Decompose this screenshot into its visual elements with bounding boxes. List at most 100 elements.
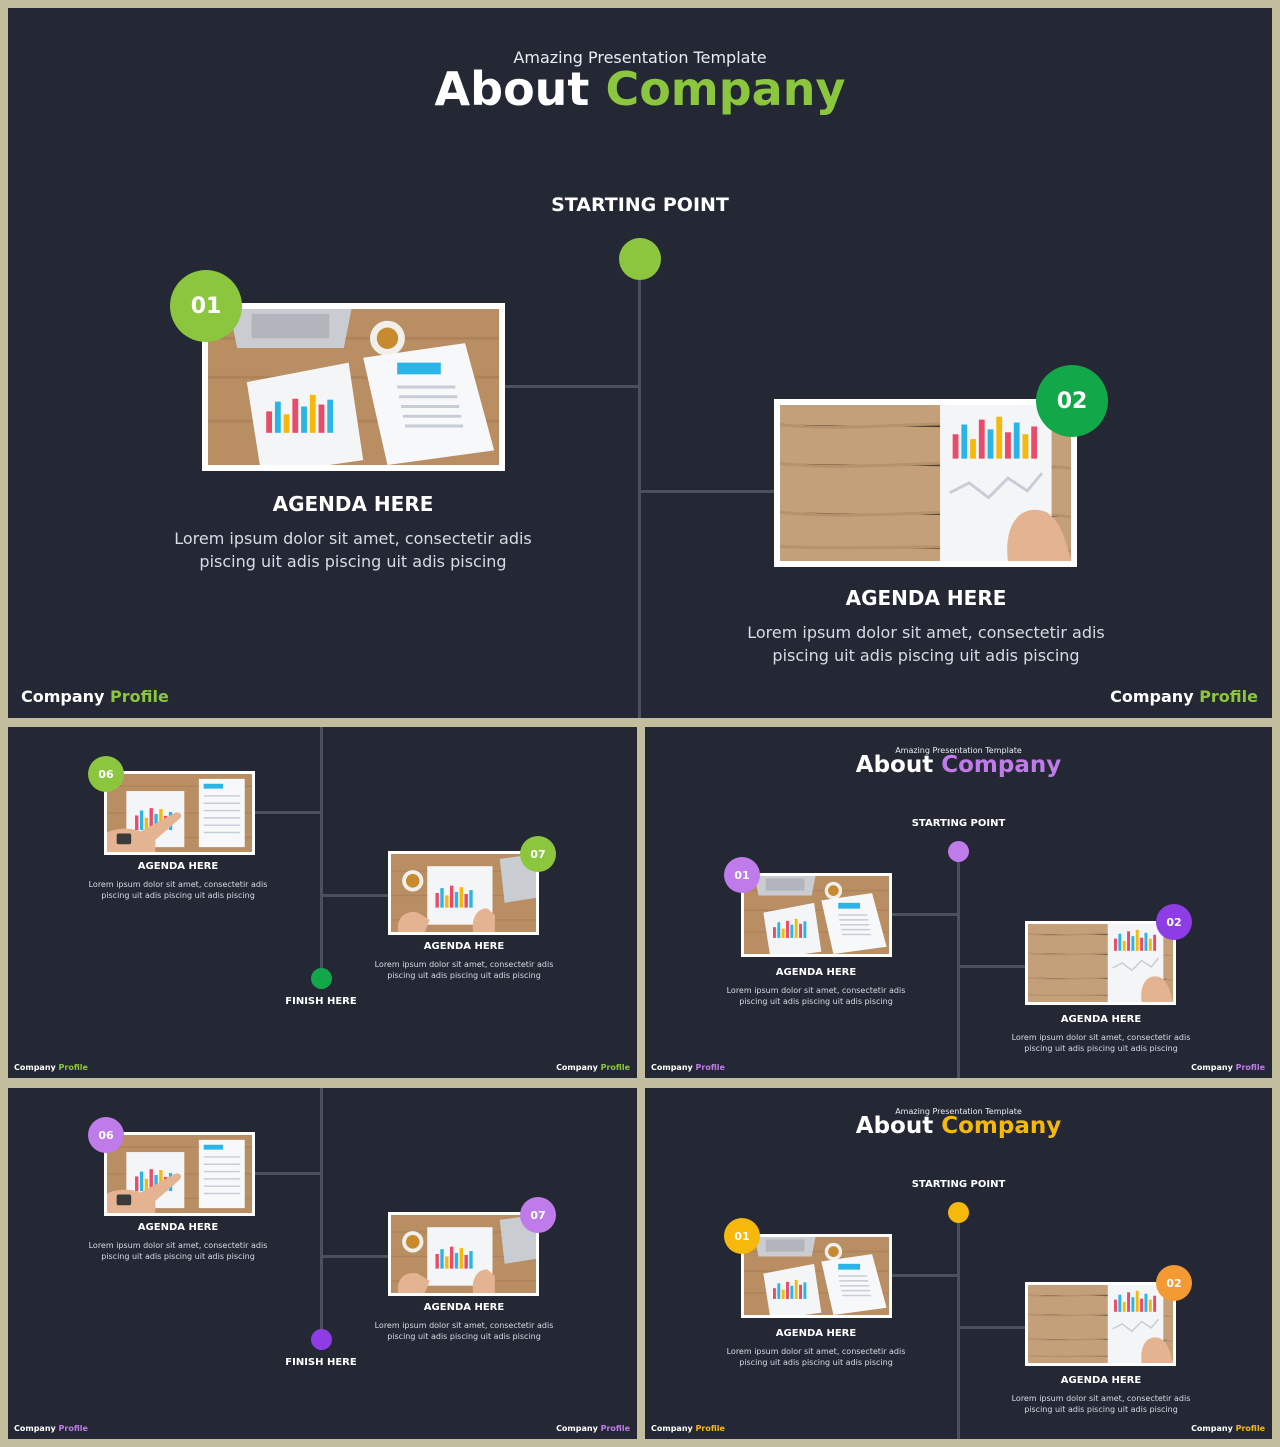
footer-left: Company Profile — [14, 1063, 88, 1072]
slide-subtitle: Amazing Presentation Template — [895, 1107, 1022, 1116]
title-about: About — [855, 1113, 942, 1139]
footer-right: Company Profile — [1191, 1424, 1265, 1433]
slide-finish-green: FINISH HERE 06 AGENDA HERE Lorem ipsum d… — [8, 727, 637, 1078]
connector-1 — [891, 1274, 959, 1277]
step-badge-01: 01 — [724, 1218, 760, 1254]
footer-left: Company Profile — [651, 1424, 725, 1433]
slide-start-purple: Amazing Presentation Template About Comp… — [645, 727, 1272, 1078]
footer-right-b: Profile — [1235, 1424, 1265, 1433]
footer-right-a: Company — [556, 1063, 601, 1072]
footer-right: Company Profile — [556, 1063, 630, 1072]
agenda-title-2: AGENDA HERE — [1060, 1014, 1142, 1025]
footer-left: Company Profile — [14, 1424, 88, 1433]
title-company: Company — [941, 1113, 1062, 1139]
footer-left-b: Profile — [695, 1063, 725, 1072]
agenda-desc-1: Lorem ipsum dolor sit amet, consectetir … — [88, 1241, 268, 1261]
connector-1 — [254, 1172, 322, 1175]
step-badge-02: 02 — [1156, 1265, 1192, 1301]
title-about: About — [855, 752, 942, 778]
agenda-desc-2: Lorem ipsum dolor sit amet, consectetir … — [1011, 1394, 1191, 1414]
timeline-line — [957, 851, 960, 1078]
footer-left: Company Profile — [21, 687, 169, 706]
finish-label: FINISH HERE — [285, 996, 357, 1007]
slide-large-green: Amazing Presentation Template About Comp… — [8, 8, 1272, 718]
starting-point-label: STARTING POINT — [551, 194, 729, 216]
slide-title: About Company — [8, 62, 1272, 116]
agenda-photo-2 — [1025, 1282, 1176, 1366]
starting-point-label: STARTING POINT — [911, 818, 1006, 829]
connector-2 — [640, 490, 776, 493]
timeline-line — [320, 1088, 323, 1338]
footer-right: Company Profile — [1191, 1063, 1265, 1072]
footer-right: Company Profile — [556, 1424, 630, 1433]
agenda-title-1: AGENDA HERE — [137, 1222, 219, 1233]
connector-2 — [322, 894, 390, 897]
timeline-line — [638, 258, 641, 718]
agenda-desc-2: Lorem ipsum dolor sit amet, consectetir … — [1011, 1033, 1191, 1053]
agenda-photo-1 — [202, 303, 505, 471]
title-company: Company — [941, 752, 1062, 778]
agenda-desc-1: Lorem ipsum dolor sit amet, consectetir … — [726, 1347, 906, 1367]
footer-left-a: Company — [651, 1424, 696, 1433]
footer-right-a: Company — [556, 1424, 601, 1433]
title-about: About — [434, 62, 606, 116]
connector-1 — [254, 811, 322, 814]
footer-left-a: Company — [14, 1063, 59, 1072]
footer-right-b: Profile — [1235, 1063, 1265, 1072]
connector-2 — [322, 1255, 390, 1258]
agenda-desc-1: Lorem ipsum dolor sit amet, consectetir … — [174, 529, 532, 571]
slide-title: About Company — [645, 1113, 1272, 1139]
finish-dot — [311, 968, 332, 989]
connector-1 — [891, 913, 959, 916]
step-badge-02: 02 — [1156, 904, 1192, 940]
agenda-photo-1 — [104, 1132, 255, 1216]
footer-right-b: Profile — [1199, 687, 1258, 706]
agenda-photo-2 — [388, 851, 539, 935]
agenda-photo-1 — [104, 771, 255, 855]
agenda-photo-2 — [1025, 921, 1176, 1005]
agenda-title-1: AGENDA HERE — [775, 967, 857, 978]
slide-finish-purple: FINISH HERE 06 AGENDA HERE Lorem ipsum d… — [8, 1088, 637, 1439]
agenda-title-2: AGENDA HERE — [845, 586, 1007, 610]
agenda-title-1: AGENDA HERE — [137, 861, 219, 872]
footer-left-b: Profile — [695, 1424, 725, 1433]
footer-left-a: Company — [21, 687, 111, 706]
footer-left-a: Company — [651, 1063, 696, 1072]
footer-left-a: Company — [14, 1424, 59, 1433]
starting-point-dot — [948, 1202, 969, 1223]
step-badge-07: 07 — [520, 836, 556, 872]
finish-dot — [311, 1329, 332, 1350]
step-badge-06: 06 — [88, 1117, 124, 1153]
starting-point-label: STARTING POINT — [911, 1179, 1006, 1190]
title-company: Company — [605, 62, 846, 116]
agenda-photo-1 — [741, 1234, 892, 1318]
slide-start-yellow: Amazing Presentation Template About Comp… — [645, 1088, 1272, 1439]
agenda-title-2: AGENDA HERE — [423, 941, 505, 952]
footer-left-b: Profile — [110, 687, 169, 706]
step-badge-01: 01 — [724, 857, 760, 893]
agenda-desc-2: Lorem ipsum dolor sit amet, consectetir … — [374, 1321, 554, 1341]
agenda-title-1: AGENDA HERE — [775, 1328, 857, 1339]
slide-subtitle: Amazing Presentation Template — [513, 48, 767, 67]
agenda-desc-2: Lorem ipsum dolor sit amet, consectetir … — [374, 960, 554, 980]
finish-label: FINISH HERE — [285, 1357, 357, 1368]
agenda-photo-2 — [774, 399, 1077, 567]
footer-left-b: Profile — [58, 1063, 88, 1072]
step-badge-01: 01 — [170, 270, 242, 342]
timeline-line — [957, 1212, 960, 1439]
slide-subtitle: Amazing Presentation Template — [895, 746, 1022, 755]
timeline-line — [320, 727, 323, 977]
step-badge-07: 07 — [520, 1197, 556, 1233]
agenda-title-2: AGENDA HERE — [423, 1302, 505, 1313]
footer-left: Company Profile — [651, 1063, 725, 1072]
footer-right-b: Profile — [600, 1063, 630, 1072]
agenda-desc-2: Lorem ipsum dolor sit amet, consectetir … — [747, 623, 1105, 665]
agenda-title-1: AGENDA HERE — [272, 492, 434, 516]
agenda-title-2: AGENDA HERE — [1060, 1375, 1142, 1386]
agenda-photo-1 — [741, 873, 892, 957]
agenda-photo-2 — [388, 1212, 539, 1296]
starting-point-dot — [948, 841, 969, 862]
slide-title: About Company — [645, 752, 1272, 778]
connector-1 — [504, 385, 640, 388]
footer-right-a: Company — [1191, 1063, 1236, 1072]
